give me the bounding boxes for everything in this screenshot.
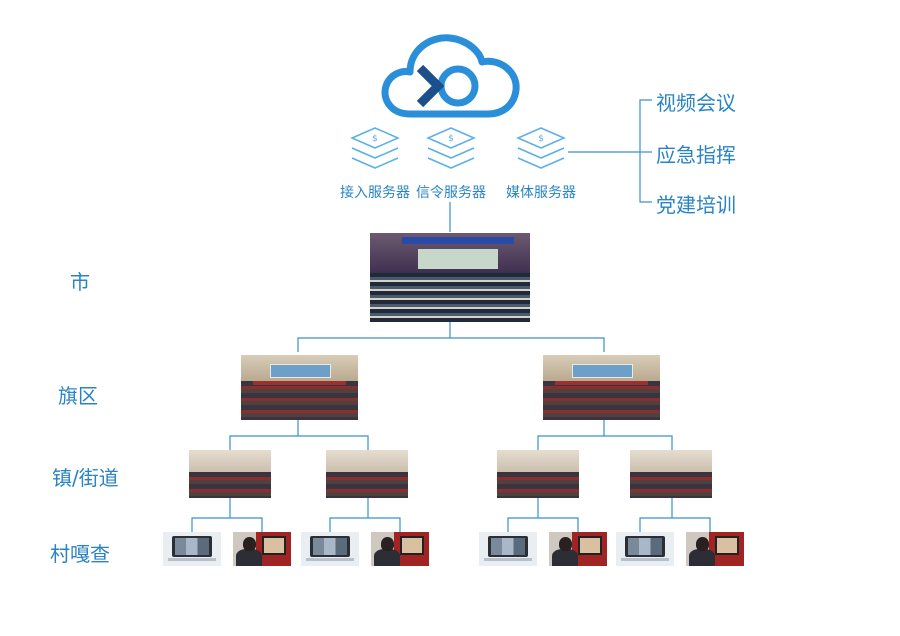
town-conference-photo bbox=[326, 450, 408, 498]
town-conference-photo bbox=[497, 450, 579, 498]
village-person-photo bbox=[371, 532, 429, 566]
level-label-city: 市 bbox=[70, 270, 90, 294]
village-laptop-photo bbox=[479, 532, 537, 566]
village-laptop-photo bbox=[616, 532, 674, 566]
svg-text:$: $ bbox=[372, 134, 378, 144]
server-label: 信令服务器 bbox=[416, 185, 486, 201]
district-conference-photo bbox=[241, 355, 358, 420]
district-conference-photo bbox=[543, 355, 660, 420]
server-stack-icon: $ bbox=[350, 127, 400, 169]
village-laptop-photo bbox=[163, 532, 221, 566]
svg-text:$: $ bbox=[538, 134, 544, 144]
town-conference-photo bbox=[630, 450, 712, 498]
level-label-town: 镇/街道 bbox=[52, 466, 119, 490]
village-person-photo bbox=[686, 532, 744, 566]
city-conference-photo bbox=[370, 233, 530, 322]
server-stack-icon: $ bbox=[516, 127, 566, 169]
server-label: 接入服务器 bbox=[340, 185, 410, 201]
function-party-training: 党建培训 bbox=[656, 193, 736, 217]
svg-text:$: $ bbox=[448, 134, 454, 144]
function-video-conference: 视频会议 bbox=[656, 91, 736, 115]
level-label-village: 村嘎查 bbox=[50, 542, 110, 566]
server-access: $ 接入服务器 bbox=[330, 124, 420, 202]
level-label-district: 旗区 bbox=[58, 384, 98, 408]
server-label: 媒体服务器 bbox=[506, 185, 576, 201]
cloud-logo-icon bbox=[381, 34, 520, 118]
village-laptop-photo bbox=[301, 532, 359, 566]
server-stack-icon: $ bbox=[426, 127, 476, 169]
server-signaling: $ 信令服务器 bbox=[406, 124, 496, 202]
cloud-logo bbox=[378, 28, 523, 120]
function-emergency-command: 应急指挥 bbox=[656, 143, 736, 167]
village-person-photo bbox=[549, 532, 607, 566]
village-person-photo bbox=[233, 532, 291, 566]
town-conference-photo bbox=[189, 450, 271, 498]
server-media: $ 媒体服务器 bbox=[496, 124, 586, 202]
